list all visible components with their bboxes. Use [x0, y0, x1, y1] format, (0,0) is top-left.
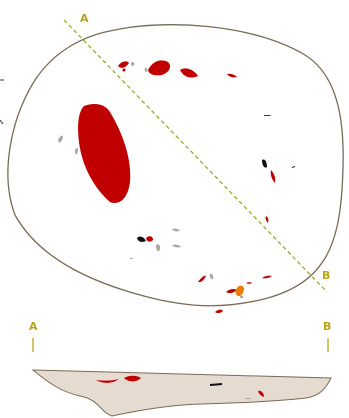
feature-outline	[7, 24, 344, 307]
red-find	[124, 375, 141, 382]
profile-finds	[96, 375, 264, 399]
section-profile	[31, 369, 332, 417]
red-find	[264, 115, 271, 116]
red-find	[258, 390, 264, 397]
black-find	[137, 236, 146, 242]
grey-find	[130, 258, 133, 259]
section-end-label: B	[322, 269, 330, 282]
black-find	[292, 166, 295, 168]
grey-finds	[58, 61, 244, 299]
grey-find	[245, 398, 251, 399]
red-find	[262, 275, 272, 279]
red-find	[215, 309, 223, 314]
black-find	[210, 383, 222, 386]
red-find	[198, 275, 206, 283]
large-red-find	[78, 104, 131, 204]
red-finds	[118, 60, 276, 314]
grey-find	[209, 273, 214, 280]
profile-start-label: A	[29, 320, 38, 333]
orange-find	[235, 285, 244, 297]
grey-find	[58, 135, 63, 143]
red-find	[227, 73, 237, 78]
black-find	[262, 159, 267, 168]
grey-find	[75, 147, 78, 155]
grey-find	[172, 228, 180, 232]
red-find	[226, 288, 237, 294]
red-find	[270, 170, 276, 183]
red-find	[180, 68, 198, 78]
black-finds	[137, 159, 295, 242]
red-find	[122, 68, 126, 72]
red-find	[148, 60, 170, 76]
profile-end-label: B	[323, 320, 331, 333]
red-find	[246, 282, 252, 284]
red-find	[265, 216, 269, 223]
section-line	[63, 19, 328, 293]
red-find	[96, 379, 119, 383]
grey-find	[144, 67, 148, 72]
grey-find	[172, 244, 181, 248]
red-find	[118, 61, 129, 68]
grey-find	[131, 61, 135, 67]
red-find	[146, 236, 153, 242]
grey-find	[156, 244, 161, 252]
edge-tick	[0, 119, 4, 125]
grey-find	[240, 295, 244, 299]
section-start-label: A	[80, 12, 89, 25]
